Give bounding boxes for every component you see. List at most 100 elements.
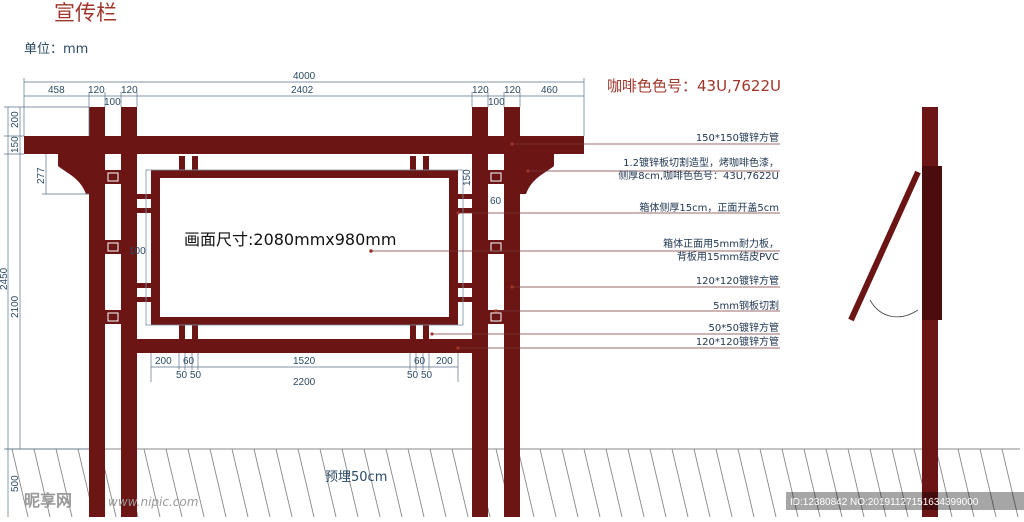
dim-bottom-60-left: 60 — [183, 356, 195, 367]
dim-left-2450: 2450 — [0, 267, 10, 290]
ground-hatch-line — [11, 448, 29, 518]
ground-hatch-line — [429, 448, 447, 518]
ground-hatch-line — [143, 448, 161, 518]
drawing-title: 宣传栏 — [54, 1, 117, 25]
dim-left-277: 277 — [36, 167, 47, 184]
top-dimension-lines — [23, 78, 585, 136]
ground-hatch-line — [891, 448, 909, 518]
ground-hatch-line — [627, 448, 645, 518]
ground-hatch-line — [847, 448, 865, 518]
dim-top-right-gap: 100 — [488, 97, 505, 108]
dim-top-left-post1: 120 — [88, 85, 105, 96]
ground-hatch-line — [561, 448, 579, 518]
ground-hatch-line — [517, 448, 535, 518]
ground-hatch-line — [165, 448, 183, 518]
annotation-box-front-line2: 背板用15mm结皮PVC — [677, 250, 779, 263]
side-panel-box — [922, 166, 942, 320]
ground-hatch-line — [33, 448, 51, 518]
watermark-id-box — [786, 492, 1024, 510]
dim-top-right-post1: 120 — [472, 85, 489, 96]
dim-box-150: 150 — [462, 169, 473, 186]
ground-hatch-line — [605, 448, 623, 518]
ground-hatch-line — [781, 448, 799, 518]
dim-top-left-offset: 458 — [48, 85, 65, 96]
ground-hatch-line — [649, 448, 667, 518]
post-right-inner — [472, 107, 488, 517]
dim-left-150: 150 — [10, 136, 21, 153]
annotation-post-tube: 120*120镀锌方管 — [696, 274, 779, 287]
ground-hatch-line — [55, 448, 73, 518]
ground-hatch-line — [957, 448, 975, 518]
top-beam — [24, 136, 584, 154]
ground-hatch-line — [759, 448, 777, 518]
dim-top-left-gap: 100 — [104, 97, 121, 108]
annotation-steel-plate: 5mm钢板切割 — [713, 299, 779, 312]
dim-bottom-50-left-a: 50 — [176, 370, 188, 381]
dim-left-200: 200 — [10, 111, 21, 128]
ground-hatch-line — [253, 448, 271, 518]
annotation-box-thickness: 箱体侧厚15cm，正面开盖5cm — [639, 201, 779, 214]
ground-hatch-line — [451, 448, 469, 518]
annotation-bracket-line1: 1.2镀锌板切割造型，烤咖啡色漆， — [623, 156, 779, 169]
ground-hatch-line — [1001, 448, 1019, 518]
dim-bottom-200-left: 200 — [155, 356, 172, 367]
left-bracket — [58, 154, 92, 194]
annotation-leaders — [371, 143, 780, 349]
watermark-id: ID:12380842 NO:20191127151634399000 — [790, 497, 979, 508]
post-left-inner — [121, 107, 137, 517]
ground-hatch-line — [693, 448, 711, 518]
dim-bottom-60-right: 60 — [414, 356, 426, 367]
dim-top-right-offset: 460 — [541, 85, 558, 96]
dim-left-2100: 2100 — [10, 295, 21, 318]
dim-top-left-post2: 120 — [121, 85, 138, 96]
ground-hatch-line — [187, 448, 205, 518]
ground-hatch-line — [407, 448, 425, 518]
ground-hatch-line — [297, 448, 315, 518]
ground-hatch-line — [803, 448, 821, 518]
ground-hatch-line — [341, 448, 359, 518]
dim-box-100: 100 — [129, 246, 146, 257]
ground-hatch-line — [869, 448, 887, 518]
dim-box-60: 60 — [490, 196, 502, 207]
watermark-site: www.nipic.com — [108, 495, 198, 509]
dim-top-middle: 2402 — [291, 85, 314, 96]
ground-hatch-line — [209, 448, 227, 518]
ground-hatch-line — [671, 448, 689, 518]
panel-face — [160, 178, 449, 317]
watermark-logo: 昵享网 — [24, 491, 72, 510]
ground-hatch-line — [385, 448, 403, 518]
left-dimension-lines — [4, 106, 89, 517]
ground-hatch-line — [583, 448, 601, 518]
bottom-beam — [137, 339, 472, 353]
right-bracket — [520, 154, 554, 194]
dim-bottom-1520: 1520 — [293, 356, 316, 367]
annotation-top-beam: 150*150镀锌方管 — [696, 131, 779, 144]
annotation-small-tube: 50*50镀锌方管 — [709, 321, 779, 334]
ground-hatch-line — [715, 448, 733, 518]
annotation-bottom-tube: 120*120镀锌方管 — [696, 335, 779, 348]
unit-label: 单位：mm — [24, 42, 88, 57]
side-support-arm — [848, 170, 921, 322]
annotation-box-front-line1: 箱体正面用5mm耐力板， — [663, 237, 779, 250]
ground-hatch-line — [979, 448, 997, 518]
annotation-bracket-line2: 侧厚8cm,咖啡色色号：43U,7622U — [618, 169, 779, 182]
ground-hatch-line — [539, 448, 557, 518]
side-view — [848, 107, 942, 517]
bottom-dimension-lines — [150, 353, 459, 382]
dim-bottom-200-right: 200 — [436, 356, 453, 367]
ground-hatch-line — [363, 448, 381, 518]
post-right-outer — [504, 107, 520, 517]
dim-bottom-50-right-b: 50 — [421, 370, 433, 381]
front-view-frame — [24, 107, 584, 517]
dim-left-500: 500 — [10, 475, 21, 492]
dim-bottom-50-left-b: 50 — [190, 370, 202, 381]
dim-top-right-post2: 120 — [504, 85, 521, 96]
ground-hatch-line — [231, 448, 249, 518]
ground-hatch-line — [825, 448, 843, 518]
ground-hatch-line — [737, 448, 755, 518]
ground-hatch-line — [319, 448, 337, 518]
dim-bottom-50-right-a: 50 — [407, 370, 419, 381]
post-left-outer — [89, 107, 105, 517]
